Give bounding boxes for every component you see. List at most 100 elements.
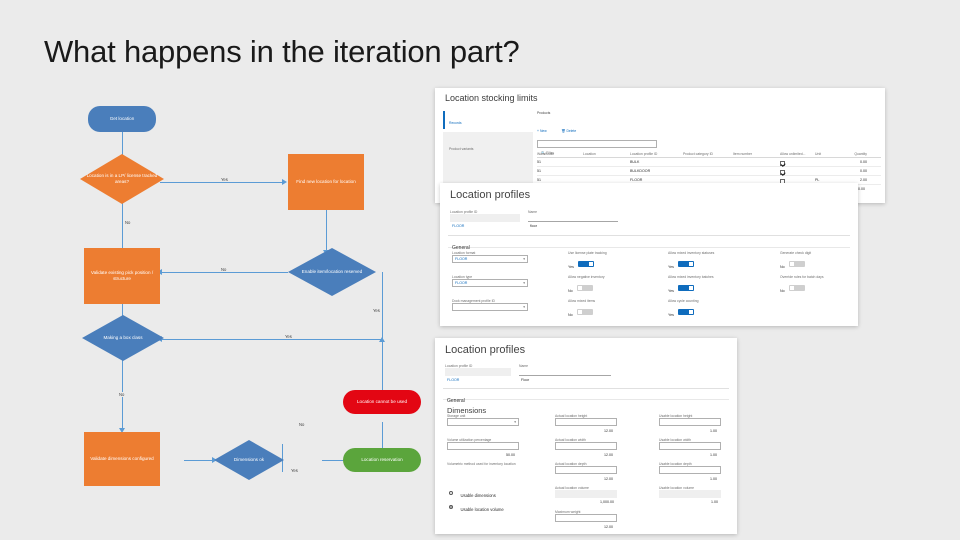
toggle-license-plate-tracking[interactable]: Use license plate tracking Yes bbox=[568, 251, 668, 273]
toggle-allow-negative-inventory[interactable]: Allow negative inventory No bbox=[568, 275, 668, 297]
edge-p1-d2 bbox=[326, 210, 327, 252]
flow-node-dimensions-ok[interactable]: Dimensions ok bbox=[214, 440, 284, 480]
flow-node-item-location-reserved[interactable]: Enable item/location reserved bbox=[288, 248, 376, 296]
toggle-allow-mixed-items[interactable]: Allow mixed items No bbox=[568, 299, 668, 321]
maximum-weight-field[interactable]: Maximum weight 12.00 bbox=[555, 510, 617, 529]
toggle-switch[interactable] bbox=[677, 260, 694, 267]
toggle-label: Allow cycle counting bbox=[668, 299, 699, 303]
toggle-switch[interactable] bbox=[788, 284, 805, 291]
edge-label-no: No bbox=[124, 220, 132, 225]
edge-label-yes: Yes bbox=[290, 468, 299, 473]
profile-id-value: FLOOR bbox=[452, 224, 465, 228]
toggle-value: Yes bbox=[568, 265, 574, 269]
cell-profile: FLOOR bbox=[630, 178, 643, 182]
checkbox-checked[interactable] bbox=[780, 170, 785, 175]
toggle-switch[interactable] bbox=[677, 308, 694, 315]
location-profiles-title: Location profiles bbox=[450, 189, 531, 201]
col-allow-unlimited: Allow unlimited... bbox=[780, 152, 806, 156]
actual-location-depth-field[interactable]: Actual location depth 12.00 bbox=[555, 462, 617, 481]
filter-input[interactable]: 🔍 Filter bbox=[537, 140, 657, 155]
cell-profile: BULKDOOR bbox=[630, 169, 651, 173]
dock-profile-field[interactable]: Dock management profile ID ▾ bbox=[452, 299, 528, 311]
chevron-down-icon[interactable]: ▾ bbox=[523, 305, 525, 309]
toggle-switch[interactable] bbox=[788, 260, 805, 267]
arrowhead bbox=[378, 337, 385, 342]
toggle-switch[interactable] bbox=[677, 284, 694, 291]
field-label: Usable location depth bbox=[659, 462, 692, 466]
field-label: Usable location width bbox=[659, 438, 692, 442]
toggle-label: Allow negative inventory bbox=[568, 275, 605, 279]
cell-unlimited[interactable] bbox=[780, 153, 815, 171]
flow-node-label: Location cannot be used bbox=[356, 398, 408, 404]
flow-node-location-reservation[interactable]: Location reservation bbox=[343, 448, 421, 472]
chevron-down-icon[interactable]: ▾ bbox=[523, 281, 525, 285]
usable-location-width-field[interactable]: Usable location width 1.00 bbox=[659, 438, 721, 457]
toggle-switch[interactable] bbox=[576, 284, 593, 291]
panel-location-profiles-general[interactable]: Location profiles Location profile ID FL… bbox=[440, 183, 858, 326]
edge-d4-no bbox=[282, 444, 283, 472]
flow-node-location-cannot-be-used[interactable]: Location cannot be used bbox=[343, 390, 421, 414]
profile-id-field[interactable]: Location profile ID FLOOR bbox=[450, 210, 520, 228]
field-value: 1.00 bbox=[710, 453, 717, 457]
flow-node-validate-pick-position[interactable]: Validate existing pick position / struct… bbox=[84, 248, 160, 304]
location-type-field[interactable]: Location type FLOOR ▾ bbox=[452, 275, 528, 287]
flow-node-license-check[interactable]: Location is in a LP/ license tracked are… bbox=[80, 154, 164, 204]
flow-node-find-new-location[interactable]: Find new location for location bbox=[288, 154, 364, 210]
chevron-down-icon[interactable]: ▾ bbox=[514, 420, 516, 424]
usable-location-height-field[interactable]: Usable location height 1.00 bbox=[659, 414, 721, 433]
edge-err-up2 bbox=[382, 422, 383, 452]
volume-utilization-field[interactable]: Volume utilization percentage 50.00 bbox=[447, 438, 519, 457]
flow-node-validate-dimensions[interactable]: Validate dimensions configured bbox=[84, 432, 160, 486]
toggle-switch[interactable] bbox=[577, 260, 594, 267]
checkbox-checked[interactable] bbox=[780, 161, 785, 166]
field-value: 1.00 bbox=[710, 429, 717, 433]
general-section-header[interactable]: General bbox=[448, 235, 850, 251]
nav-records[interactable]: Records bbox=[443, 111, 533, 129]
panel-location-profiles-dimensions[interactable]: Location profiles Location profile ID FL… bbox=[435, 338, 737, 534]
edge-start-d1 bbox=[122, 132, 123, 162]
cell-quantity: 2.00 bbox=[860, 178, 867, 182]
edge-p3-d4 bbox=[184, 460, 214, 461]
flow-node-label: Dimensions ok bbox=[233, 456, 265, 462]
dim-general-section-header[interactable]: General bbox=[443, 388, 729, 404]
cell-unlimited[interactable] bbox=[780, 162, 815, 180]
location-format-field[interactable]: Location format FLOOR ▾ bbox=[452, 251, 528, 263]
dimensions-section-header: Dimensions bbox=[447, 400, 486, 418]
delete-button[interactable]: 🗑 Delete bbox=[561, 129, 577, 133]
flow-node-box-class[interactable]: Making a box class bbox=[82, 315, 164, 361]
stocking-limits-title: Location stocking limits bbox=[445, 93, 538, 103]
chevron-down-icon[interactable]: ▾ bbox=[523, 257, 525, 261]
flow-node-label: Location is in a LP/ license tracked are… bbox=[86, 172, 158, 184]
col-quantity: Quantity bbox=[854, 152, 867, 156]
cell-warehouse: 51 bbox=[537, 160, 541, 164]
cell-quantity: 0.00 bbox=[860, 169, 867, 173]
toggle-generate-check-digit[interactable]: Generate check digit No bbox=[780, 251, 854, 273]
radio-usable-location-volume[interactable]: Usable location volume bbox=[449, 498, 504, 516]
radio-icon-selected[interactable] bbox=[449, 504, 453, 509]
toggle-override-rules-batch-days[interactable]: Override rules for batch days No bbox=[780, 275, 854, 297]
dim-name-label: Name bbox=[519, 364, 529, 368]
dim-profile-id-field[interactable]: Location profile ID FLOOR bbox=[445, 364, 511, 382]
filter-placeholder: Filter bbox=[546, 151, 554, 155]
flow-node-start[interactable]: Get location bbox=[88, 106, 156, 132]
actual-location-width-field[interactable]: Actual location width 12.00 bbox=[555, 438, 617, 457]
toggle-allow-mixed-inventory-statuses[interactable]: Allow mixed inventory statuses Yes bbox=[668, 251, 778, 273]
table-row[interactable]: 51 BULKDOOR 0.00 bbox=[537, 167, 881, 176]
toggle-allow-mixed-inventory-batches[interactable]: Allow mixed inventory batches Yes bbox=[668, 275, 778, 297]
toggle-allow-cycle-counting[interactable]: Allow cycle counting Yes bbox=[668, 299, 778, 321]
field-label: Usable location volume bbox=[659, 486, 695, 490]
new-button[interactable]: + New bbox=[537, 129, 547, 133]
table-row[interactable]: 51 BULK 0.00 bbox=[537, 158, 881, 167]
usable-location-depth-field[interactable]: Usable location depth 1.00 bbox=[659, 462, 721, 481]
actual-location-height-field[interactable]: Actual location height 12.00 bbox=[555, 414, 617, 433]
radio-usable-dimensions[interactable]: Usable dimensions bbox=[449, 484, 496, 502]
field-value: 12.00 bbox=[604, 429, 613, 433]
dim-name-field[interactable]: Name Floor bbox=[519, 364, 611, 382]
radio-icon[interactable] bbox=[449, 490, 453, 495]
toggle-switch[interactable] bbox=[576, 308, 593, 315]
volumetric-method-text: Volumetric method used for inventory loc… bbox=[447, 462, 516, 466]
storage-unit-field[interactable]: Storage unit ▾ bbox=[447, 414, 519, 426]
name-field[interactable]: Name floor bbox=[528, 210, 618, 228]
dock-profile-label: Dock management profile ID bbox=[452, 299, 495, 303]
